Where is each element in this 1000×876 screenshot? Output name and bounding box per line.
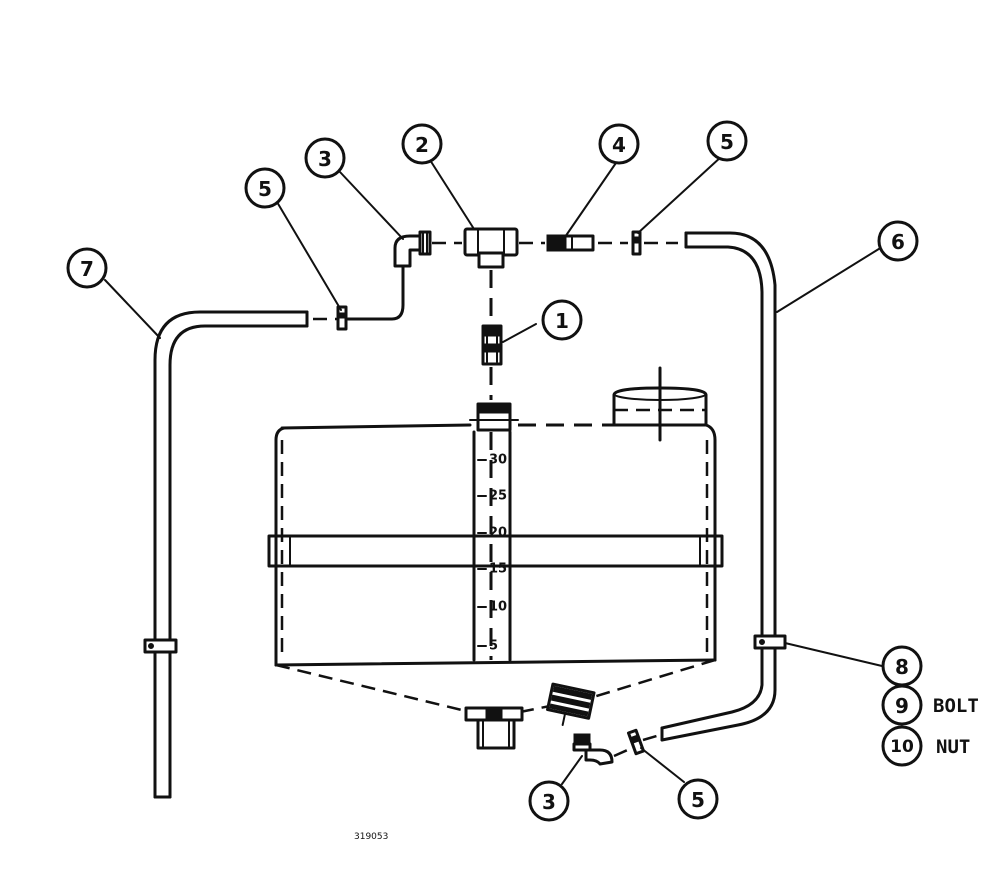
callout-5-left-label: 5 (258, 177, 272, 201)
hose-7 (143, 310, 309, 799)
callout-1-label: 1 (555, 309, 569, 333)
callout-7-label: 7 (80, 257, 94, 281)
callout-3-top: 3 (304, 137, 346, 179)
callout-1: 1 (541, 299, 583, 341)
callout-8: 8 (881, 645, 923, 687)
elbow-fitting-top (393, 230, 462, 268)
legend-bolt-number: 9 (895, 694, 909, 718)
tee-fitting (463, 227, 545, 322)
callout-5-bottom: 5 (677, 778, 719, 820)
callout-5-top-label: 5 (720, 130, 734, 154)
legend-bolt-text: BOLT (933, 695, 979, 717)
callout-3-bottom: 3 (528, 780, 570, 822)
callout-4-label: 4 (612, 133, 626, 157)
legend-nut-number: 10 (890, 737, 914, 757)
callout-3-bottom-label: 3 (542, 790, 556, 814)
scale-label-20: 20 (489, 526, 507, 541)
callout-5-bottom-label: 5 (691, 788, 705, 812)
callout-5-left: 5 (244, 167, 286, 209)
callout-7: 7 (66, 247, 108, 289)
hose-6 (660, 231, 787, 742)
hose-clamp-left (143, 638, 178, 654)
scale-label-10: 10 (489, 600, 507, 615)
leader-lines (104, 155, 883, 785)
hose-barb-adapter (546, 230, 678, 256)
legend-item-nut: 10 NUT (881, 725, 970, 767)
callout-3-top-label: 3 (318, 147, 332, 171)
scale-label-15: 15 (489, 562, 507, 577)
tank (267, 366, 724, 750)
scale-label-30: 30 (489, 453, 507, 468)
legend-nut-text: NUT (936, 736, 970, 758)
scale-label-25: 25 (489, 489, 507, 504)
hose-clamp-5-left (313, 263, 405, 331)
legend-item-bolt: 9 BOLT (881, 684, 979, 726)
callout-2: 2 (401, 123, 443, 165)
pipe-nipple (481, 324, 503, 400)
callout-8-label: 8 (895, 655, 909, 679)
callout-5-top: 5 (706, 120, 748, 162)
scale-label-5: 5 (489, 639, 498, 654)
callout-2-label: 2 (415, 133, 429, 157)
figure-number: 319053 (354, 832, 388, 842)
callout-4: 4 (598, 123, 640, 165)
callout-6: 6 (877, 220, 919, 262)
elbow-fitting-bottom (572, 728, 661, 766)
tank-scale: 30 25 20 15 10 5 (477, 453, 507, 654)
callout-6-label: 6 (891, 230, 905, 254)
